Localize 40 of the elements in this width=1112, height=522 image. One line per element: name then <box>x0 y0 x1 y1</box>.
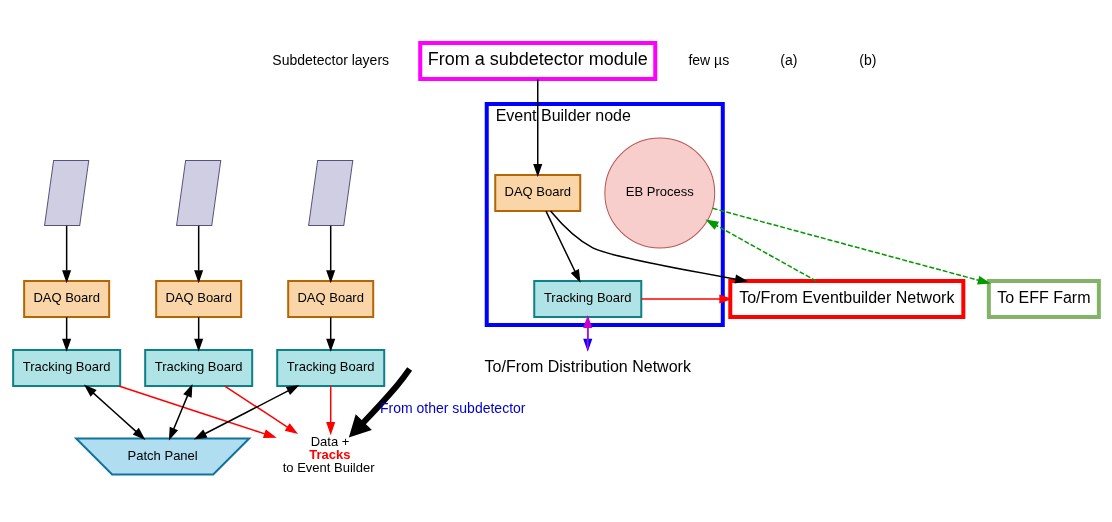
node-box: Tracking Board <box>276 348 386 387</box>
node-box: DAQ Board <box>287 279 375 318</box>
node-text: To/From Distribution Network <box>484 357 691 375</box>
node-box: Tracking Board <box>12 348 122 387</box>
arrow <box>83 384 146 440</box>
node-box: DAQ Board <box>155 279 243 318</box>
node-box: From a subdetector module <box>418 40 658 81</box>
arrow <box>326 315 336 352</box>
arrow <box>62 315 72 352</box>
node-parallelogram <box>44 159 90 226</box>
node-box: To EFF Farm <box>986 278 1101 319</box>
node-circle: EB Process <box>604 137 716 248</box>
node-parallelogram <box>308 159 354 226</box>
arrow <box>326 224 336 283</box>
label: few µs <box>688 51 730 68</box>
arrow <box>118 384 277 438</box>
arrow <box>533 78 543 177</box>
label: (b) <box>859 51 877 68</box>
node-parallelogram <box>176 159 222 226</box>
arrow <box>705 218 817 282</box>
arrow <box>348 366 413 437</box>
node-box: Tracking Board <box>533 279 643 318</box>
arrow <box>194 224 204 283</box>
arrow <box>712 207 991 285</box>
label: Subdetector layers <box>272 51 390 68</box>
node-box: To/From Eventbuilder Network <box>728 278 966 319</box>
node-box: DAQ Board <box>494 173 582 212</box>
arrow <box>326 384 336 435</box>
arrow <box>62 224 72 283</box>
arrow <box>193 384 300 439</box>
arrow <box>194 315 204 352</box>
node-box: DAQ Board <box>23 279 111 318</box>
edge-label: From other subdetector <box>379 399 526 416</box>
arrow <box>168 383 193 441</box>
arrow <box>545 209 581 283</box>
arrow <box>224 384 299 434</box>
node-box: Tracking Board <box>144 348 254 387</box>
label: (a) <box>780 51 798 68</box>
arrow <box>549 209 749 284</box>
node-text: Data + Tracks to Event Builder <box>282 433 375 475</box>
